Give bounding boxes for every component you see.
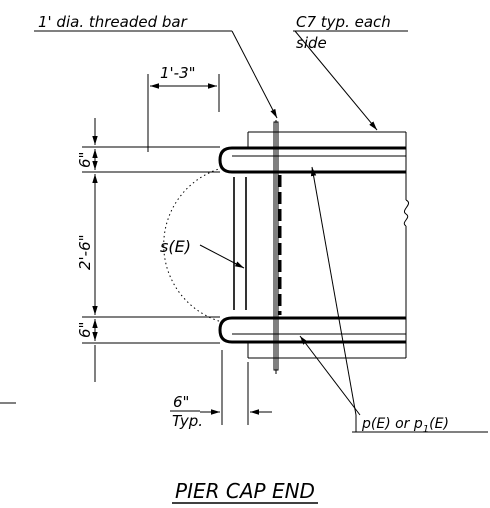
drawing-title: PIER CAP END: [175, 479, 315, 503]
dim-6-upper-text: 6": [76, 152, 94, 168]
p-label-subscript: 1: [423, 424, 429, 435]
c7-label-line2: side: [296, 34, 327, 52]
p-leader-upper: [310, 166, 357, 416]
lower-p-bar: [218, 316, 406, 344]
typ-6-text: 6": [173, 393, 189, 411]
upper-p-bar: [218, 146, 406, 174]
p-leader-lower: [299, 335, 361, 416]
s-e-leader: [199, 244, 245, 269]
c7-leader: [294, 30, 378, 131]
dim-top-text: 1'-3": [160, 64, 196, 82]
p-label-prefix: p(E) or p: [361, 416, 423, 432]
c7-label-line1: C7 typ. each: [296, 13, 391, 31]
dim-2-6-text: 2'-6": [76, 234, 94, 270]
s-e-label: s(E): [160, 237, 191, 256]
threaded-bar-label: 1' dia. threaded bar: [38, 13, 188, 31]
threaded-bar-leader: [231, 30, 278, 119]
p-e-label: p(E) or p1(E): [361, 416, 449, 435]
break-symbol: [403, 199, 410, 227]
p-label-suffix: (E): [429, 416, 449, 432]
bend-radius-arc: [163, 167, 223, 323]
typ-word-text: Typ.: [172, 412, 203, 430]
dim-6-lower-text: 6": [76, 322, 94, 338]
